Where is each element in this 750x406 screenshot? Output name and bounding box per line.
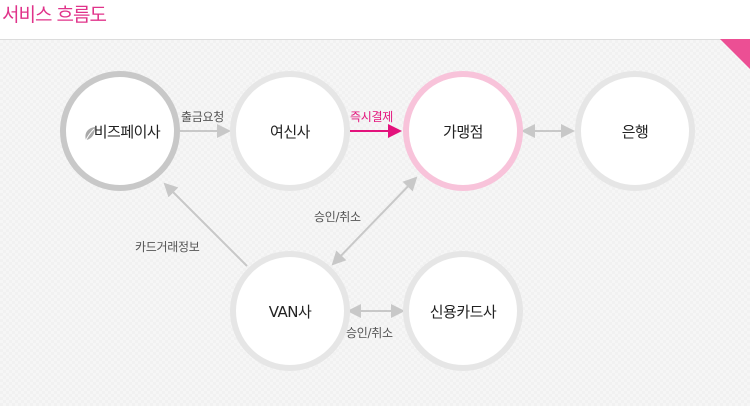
node-yeosin-label: 여신사 [270,122,310,141]
node-van: VAN사 [230,251,350,371]
node-merchant-label: 가맹점 [443,122,483,141]
node-van-label: VAN사 [268,302,312,321]
page-title: 서비스 흐름도 [2,4,107,26]
node-bank-label: 은행 [621,122,649,141]
node-bizpay: 비즈페이사 [60,71,180,191]
node-bank: 은행 [575,71,695,191]
edge-label-withdraw-request: 출금요청 [181,110,224,124]
arrow-card-transaction-info [163,182,248,267]
edge-label-approve-cancel-upper: 승인/취소 [314,210,361,224]
node-yeosin: 여신사 [230,71,350,191]
leaf-icon [85,127,95,141]
edge-label-card-transaction-info: 카드거래정보 [135,240,200,254]
edge-label-approve-cancel-lower: 승인/취소 [346,326,393,340]
node-merchant: 가맹점 [403,71,523,191]
node-card-company-label: 신용카드사 [429,302,497,321]
arrow-van-merchant [331,176,418,266]
node-bizpay-label: 비즈페이사 [93,122,161,141]
node-card-company: 신용카드사 [403,251,523,371]
corner-fold-icon [720,39,750,69]
edge-label-instant-payment: 즉시결제 [350,110,393,124]
